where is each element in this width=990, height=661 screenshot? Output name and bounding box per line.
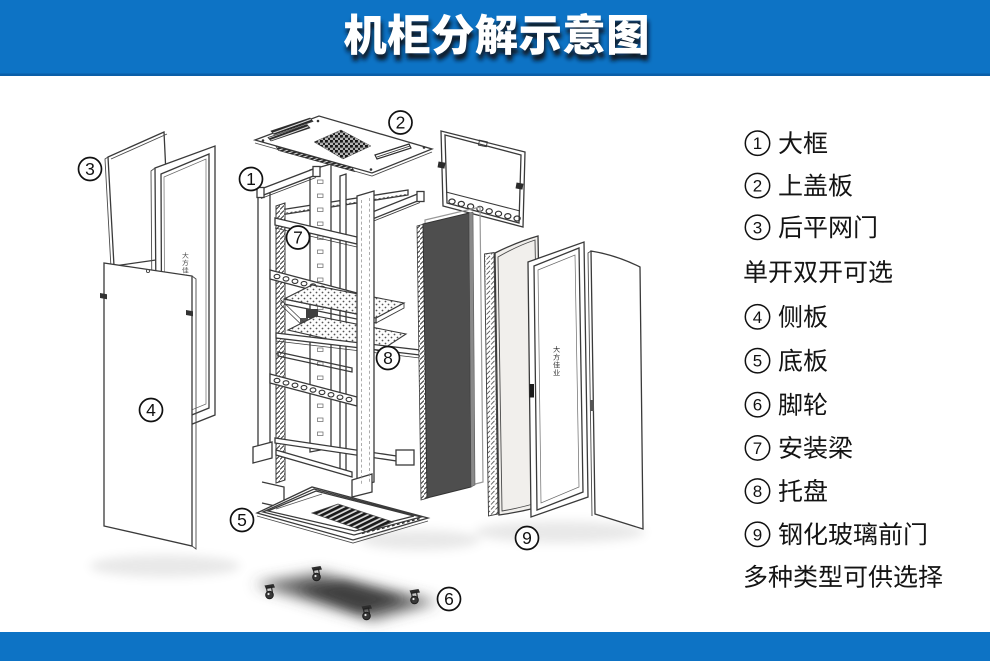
- svg-text:8: 8: [383, 348, 393, 368]
- svg-text:7: 7: [753, 439, 762, 458]
- svg-text:2: 2: [753, 177, 762, 196]
- svg-text:6: 6: [444, 589, 454, 609]
- svg-text:3: 3: [85, 159, 95, 179]
- svg-text:1: 1: [246, 169, 256, 189]
- svg-text:9: 9: [753, 525, 762, 544]
- svg-text:4: 4: [146, 400, 156, 420]
- svg-text:6: 6: [753, 396, 762, 415]
- svg-text:7: 7: [293, 228, 303, 248]
- svg-text:2: 2: [396, 113, 406, 133]
- svg-text:5: 5: [753, 352, 762, 371]
- svg-text:8: 8: [753, 482, 762, 501]
- svg-text:3: 3: [753, 218, 762, 237]
- svg-text:4: 4: [753, 308, 762, 327]
- svg-text:9: 9: [522, 528, 532, 548]
- svg-text:1: 1: [753, 134, 762, 153]
- svg-text:5: 5: [237, 510, 247, 530]
